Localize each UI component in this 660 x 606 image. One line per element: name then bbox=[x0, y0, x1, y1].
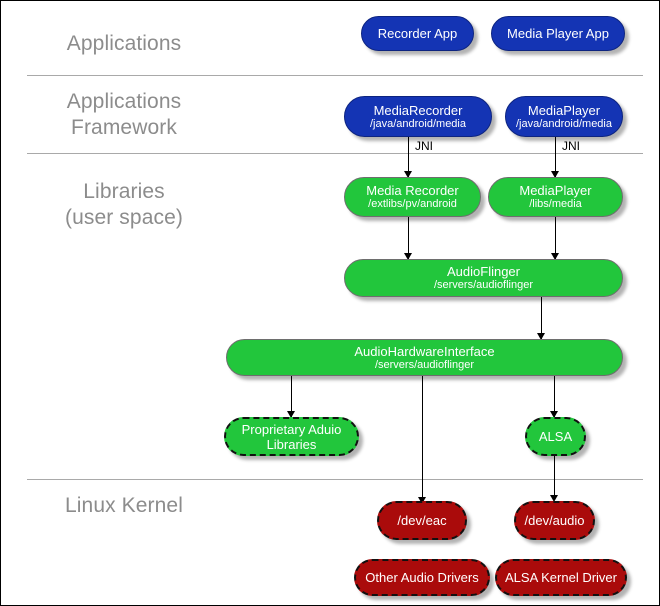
layer-label-linux-kernel: Linux Kernel bbox=[65, 494, 183, 517]
edge-ahi-to-alsa-line bbox=[554, 376, 555, 418]
edge-label-jni-player: JNI bbox=[562, 139, 580, 153]
node-mediaplayer-framework-title: MediaPlayer bbox=[527, 102, 601, 118]
node-media-player-app-title: Media Player App bbox=[507, 26, 609, 41]
node-alsa[interactable]: ALSA bbox=[525, 417, 586, 456]
edge-flinger-to-ahi-line bbox=[541, 297, 542, 341]
edge-ahi-to-deveac-line bbox=[422, 376, 423, 503]
node-audiohardwareinterface-subtitle: /servers/audioflinger bbox=[374, 358, 475, 371]
node-dev-audio[interactable]: /dev/audio bbox=[514, 501, 595, 540]
edge-ahi-to-proprietary-arrow bbox=[287, 411, 295, 418]
edge-recorder-to-flinger-arrow bbox=[404, 253, 412, 260]
node-mediaplayer-lib-subtitle: /libs/media bbox=[529, 198, 582, 210]
node-proprietary-audio-libs[interactable]: Proprietary Aduio Libraries bbox=[224, 417, 359, 456]
node-mediaplayer-framework[interactable]: MediaPlayer /java/android/media bbox=[505, 96, 623, 137]
edge-ahi-to-proprietary-line bbox=[291, 376, 292, 418]
node-other-audio-drivers-title: Other Audio Drivers bbox=[365, 570, 479, 585]
node-dev-eac-title: /dev/eac bbox=[397, 513, 447, 528]
node-audioflinger-subtitle: /servers/audioflinger bbox=[433, 279, 534, 291]
edge-alsa-to-devaudio-arrow bbox=[550, 495, 558, 502]
edge-player-to-flinger-line bbox=[555, 217, 556, 261]
node-dev-eac[interactable]: /dev/eac bbox=[377, 501, 467, 540]
node-proprietary-audio-libs-title: Proprietary Aduio Libraries bbox=[241, 421, 342, 452]
edge-recorder-to-flinger-line bbox=[408, 217, 409, 261]
node-audioflinger[interactable]: AudioFlinger /servers/audioflinger bbox=[344, 259, 623, 297]
divider-applications-framework bbox=[27, 153, 643, 154]
edge-player-to-flinger-arrow bbox=[551, 253, 559, 260]
edge-ahi-to-alsa-arrow bbox=[550, 411, 558, 418]
node-media-recorder-lib[interactable]: Media Recorder /extlibs/pv/android bbox=[344, 177, 481, 217]
node-mediarecorder-framework[interactable]: MediaRecorder /java/android/media bbox=[344, 96, 492, 137]
node-mediarecorder-framework-title: MediaRecorder bbox=[373, 102, 463, 118]
node-mediarecorder-framework-subtitle: /java/android/media bbox=[369, 117, 466, 130]
node-mediaplayer-lib[interactable]: MediaPlayer /libs/media bbox=[488, 177, 623, 217]
node-media-recorder-lib-subtitle: /extlibs/pv/android bbox=[368, 198, 457, 210]
edge-alsa-to-devaudio-line bbox=[554, 456, 555, 500]
layer-label-libraries: Libraries (user space) bbox=[65, 180, 183, 229]
node-mediaplayer-framework-subtitle: /java/android/media bbox=[515, 117, 612, 130]
node-other-audio-drivers[interactable]: Other Audio Drivers bbox=[354, 559, 490, 596]
node-mediaplayer-lib-title: MediaPlayer bbox=[519, 183, 592, 198]
edge-jni-player-line bbox=[555, 137, 556, 179]
node-recorder-app[interactable]: Recorder App bbox=[361, 16, 474, 51]
edge-jni-player-arrow bbox=[551, 171, 559, 178]
node-media-player-app[interactable]: Media Player App bbox=[491, 16, 625, 51]
edge-jni-recorder-line bbox=[408, 137, 409, 179]
node-alsa-kernel-driver[interactable]: ALSA Kernel Driver bbox=[495, 559, 627, 596]
node-alsa-kernel-driver-title: ALSA Kernel Driver bbox=[505, 570, 617, 585]
edge-jni-recorder-arrow bbox=[404, 171, 412, 178]
layer-label-applications: Applications bbox=[66, 32, 182, 55]
edge-flinger-to-ahi-arrow bbox=[537, 333, 545, 340]
node-audiohardwareinterface-title: AudioHardwareInterface bbox=[354, 343, 495, 359]
node-media-recorder-lib-title: Media Recorder bbox=[366, 183, 459, 198]
divider-libraries bbox=[27, 479, 643, 480]
edge-label-jni-recorder: JNI bbox=[415, 139, 433, 153]
node-recorder-app-title: Recorder App bbox=[377, 26, 458, 41]
node-dev-audio-title: /dev/audio bbox=[524, 513, 585, 528]
node-audiohardwareinterface[interactable]: AudioHardwareInterface /servers/audiofli… bbox=[226, 339, 623, 376]
node-alsa-title: ALSA bbox=[538, 429, 573, 444]
layer-label-applications-framework: Applications Framework bbox=[66, 90, 182, 139]
divider-applications bbox=[27, 75, 643, 76]
node-audioflinger-title: AudioFlinger bbox=[447, 264, 520, 279]
